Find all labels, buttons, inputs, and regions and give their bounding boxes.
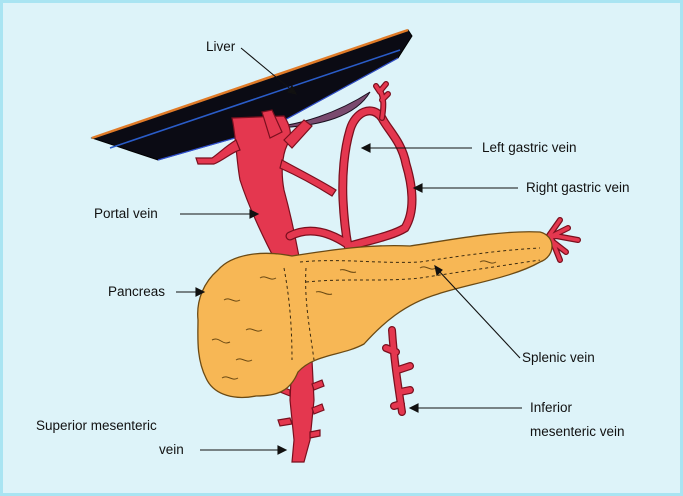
label-superior-mesenteric-vein-line1: Superior mesenteric bbox=[36, 417, 157, 435]
label-liver: Liver bbox=[206, 38, 235, 56]
label-inferior-mesenteric-vein-line1: Inferior bbox=[530, 399, 572, 417]
label-splenic-vein: Splenic vein bbox=[522, 349, 595, 367]
label-portal-vein: Portal vein bbox=[94, 205, 158, 223]
label-inferior-mesenteric-vein-line2: mesenteric vein bbox=[530, 423, 625, 441]
label-superior-mesenteric-vein-line2: vein bbox=[159, 441, 184, 459]
label-pancreas: Pancreas bbox=[108, 283, 165, 301]
label-right-gastric-vein: Right gastric vein bbox=[526, 179, 630, 197]
pancreas-shape bbox=[198, 232, 552, 398]
label-left-gastric-vein: Left gastric vein bbox=[482, 139, 577, 157]
inferior-mesenteric-vein-shape bbox=[386, 330, 410, 412]
